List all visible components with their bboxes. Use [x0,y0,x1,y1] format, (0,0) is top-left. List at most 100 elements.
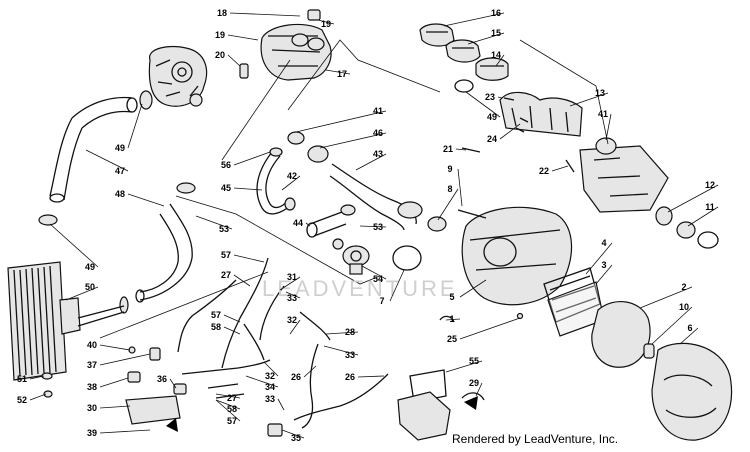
leader-c54 [361,265,387,280]
callout-c22: 22 [539,166,549,176]
leader-c40 [99,344,131,351]
callout-c46: 46 [373,128,383,138]
leader-c25 [459,317,521,340]
group-bracket-13 [519,39,609,145]
outer-cover-6 [651,342,733,441]
leader-c10 [651,306,693,345]
leader-c56 [233,151,271,166]
leader-c36 [169,378,177,389]
arrow-left-indicator [166,418,178,432]
leader-c58b [215,399,241,410]
leader-c7 [389,269,405,302]
callout-c12: 12 [705,180,715,190]
callout-c26b: 26 [345,372,355,382]
callout-c57a: 57 [221,250,231,260]
leader-c22 [551,165,569,172]
leader-c37 [99,353,151,366]
callout-c56: 56 [221,160,231,170]
callout-c41a: 41 [598,109,608,119]
turbocharger [148,45,208,107]
leader-c19a [227,34,259,41]
callout-c31: 31 [287,272,297,282]
callout-c25: 25 [447,334,457,344]
leader-c49a [465,91,501,118]
fitting-35 [267,423,283,437]
ring-seal-7 [392,245,422,271]
leader-c41a [605,113,612,141]
group-bracket-47 [221,59,291,161]
callout-c5: 5 [449,292,454,302]
clamp-49-top [139,90,153,110]
callout-c44: 44 [293,218,303,228]
leader-c48 [127,193,165,207]
group-bracket-48 [175,195,381,285]
callout-c24: 24 [487,134,497,144]
coolant-hoses [177,257,389,429]
seal-11 [676,221,696,239]
callout-c18: 18 [217,8,227,18]
leader-c14 [495,54,505,67]
callout-c13: 13 [595,88,605,98]
leader-c5 [459,279,487,298]
leader-c28 [325,331,359,335]
clamp-12 [655,206,673,226]
callout-c3: 3 [601,260,606,270]
leader-c53a [195,215,233,230]
arrow-right-indicator [464,396,478,410]
callout-c35: 35 [291,433,301,443]
intake-boots [419,23,509,81]
callout-c42: 42 [287,171,297,181]
leader-c46 [319,132,387,149]
airbox-housing [461,206,573,306]
coupler-8 [427,216,447,232]
leader-c8 [437,188,459,221]
leader-c9 [457,168,463,207]
callout-c1: 1 [449,314,454,324]
leader-c11 [687,206,719,227]
callout-c17: 17 [337,69,347,79]
charge-tube-47 [49,96,138,203]
leader-c13 [569,92,609,107]
leader-c52 [29,393,47,401]
leader-c57c [215,399,241,422]
leader-c12 [667,184,719,213]
throttle-body [239,9,332,81]
bolt-9 [457,209,487,219]
callout-c48: 48 [115,189,125,199]
leader-c39 [99,429,151,434]
leader-c32a [289,319,301,335]
callout-c32b: 32 [265,371,275,381]
callout-c52: 52 [17,395,27,405]
clamp-12b [697,231,719,249]
leader-c21 [455,148,467,151]
hose-45 [256,147,296,215]
callout-c57b: 57 [211,310,221,320]
leader-c3 [595,264,613,285]
leader-c50 [65,286,99,301]
leader-c29 [475,382,483,397]
callout-c21: 21 [443,144,453,154]
callout-c58b: 58 [227,404,237,414]
leader-c38 [99,377,129,388]
leader-c20 [227,54,241,67]
leader-c47 [85,149,129,172]
callout-c29: 29 [469,378,479,388]
callout-c10: 10 [679,302,689,312]
leader-c27a [233,274,251,287]
callout-c55: 55 [469,356,479,366]
callout-c33b: 33 [345,350,355,360]
leader-c33c [277,398,285,411]
charge-tube-48 [77,203,193,327]
callout-c32a: 32 [287,315,297,325]
leader-c17 [325,69,351,75]
leader-c16 [443,12,505,27]
callout-c39: 39 [87,428,97,438]
callout-c33c: 33 [265,394,275,404]
callout-c15: 15 [491,28,501,38]
callout-c36: 36 [157,374,167,384]
callout-c53b: 53 [373,222,383,232]
callout-c45: 45 [221,183,231,193]
leader-c57b [223,314,241,323]
callout-c53a: 53 [219,224,229,234]
